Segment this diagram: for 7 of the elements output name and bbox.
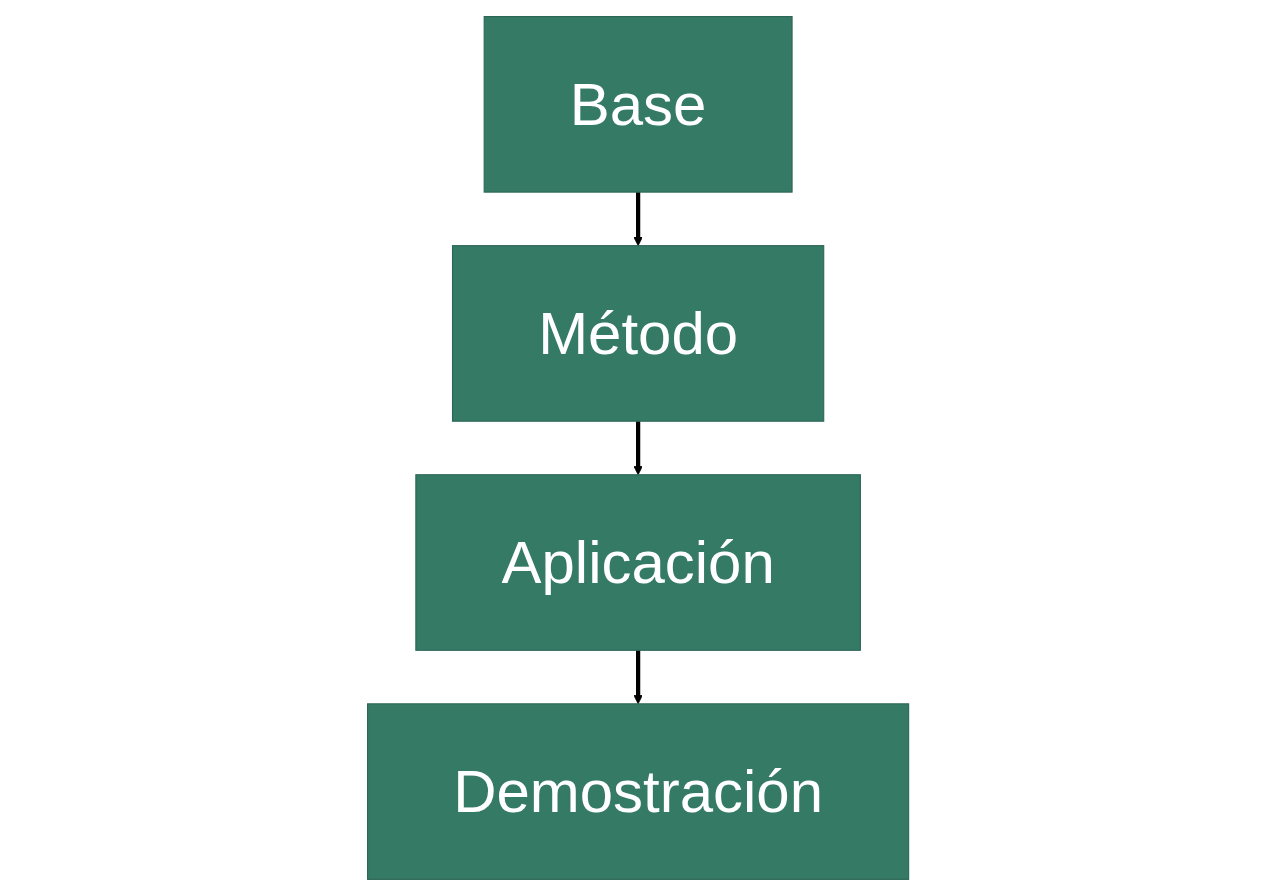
node-box: Aplicación: [415, 474, 862, 651]
node-box: Demostración: [367, 703, 910, 880]
arrow: [633, 421, 644, 476]
node-box: Base: [484, 16, 793, 193]
node-box: Método: [452, 245, 825, 422]
arrow: [633, 650, 644, 705]
arrow: [633, 192, 644, 247]
